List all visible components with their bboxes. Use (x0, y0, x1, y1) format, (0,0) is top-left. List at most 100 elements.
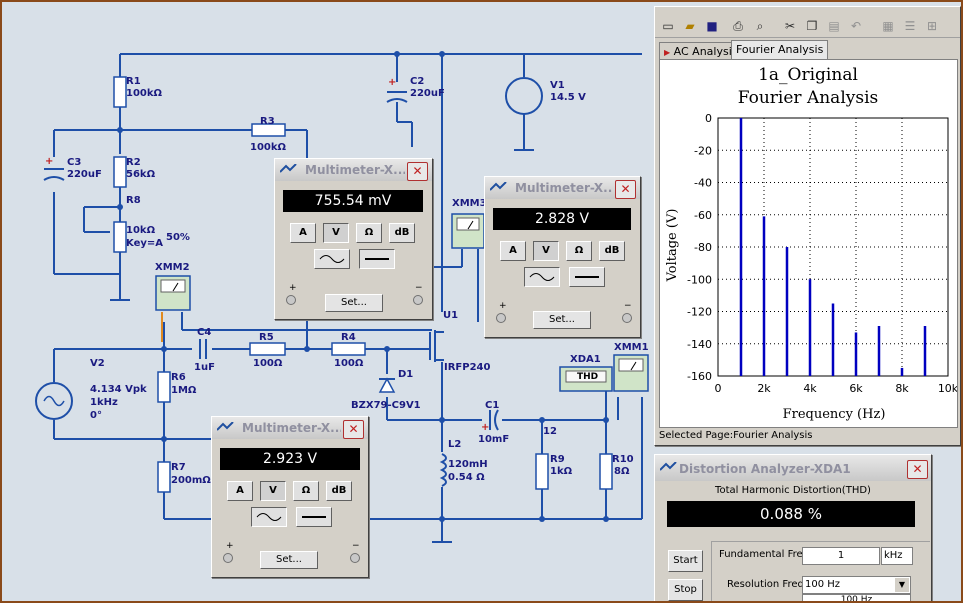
chart-subtitle: Fourier Analysis (738, 88, 879, 108)
copy-icon[interactable]: ❐ (806, 19, 818, 33)
negative-terminal-label: − (415, 283, 423, 293)
x-tick-label: 6k (849, 382, 863, 395)
multimeter-titlebar[interactable]: Multimeter-X... ✕ (212, 417, 368, 439)
c2-value: 220uF (410, 88, 445, 99)
y-tick-label: -100 (687, 273, 712, 286)
cut-icon[interactable]: ✂ (784, 19, 796, 33)
positive-terminal-label: + (499, 301, 507, 311)
thd-heading: Total Harmonic Distortion(THD) (715, 485, 871, 496)
cursor-icon[interactable]: ⊞ (926, 19, 938, 33)
d1-ref: D1 (398, 369, 414, 380)
print-icon[interactable]: ⎙ (733, 19, 743, 33)
negative-terminal[interactable] (413, 295, 423, 305)
close-icon[interactable]: ✕ (407, 162, 428, 181)
resolution-freq-option[interactable]: 100 Hz (802, 594, 911, 601)
multimeter-title: Multimeter-X... (305, 163, 405, 177)
x-tick-label: 2k (757, 382, 771, 395)
resolution-freq-value: 100 Hz (805, 579, 841, 590)
positive-terminal[interactable] (223, 553, 233, 563)
c1-value: 10mF (478, 434, 510, 445)
voltmeter-button[interactable]: V (323, 223, 349, 243)
paste-icon[interactable]: ▤ (828, 19, 840, 33)
legend-icon[interactable]: ☰ (904, 19, 916, 33)
ohmmeter-button[interactable]: Ω (356, 223, 382, 243)
node-12: 12 (543, 426, 557, 437)
ohmmeter-button[interactable]: Ω (293, 481, 319, 501)
u1-part: IRFP240 (444, 362, 491, 373)
distortion-titlebar[interactable]: Distortion Analyzer-XDA1 ✕ (655, 455, 931, 481)
chevron-down-icon[interactable]: ▼ (895, 578, 909, 592)
multimeter-window-3[interactable]: Multimeter-X... ✕ 2.923 V A V Ω dB + − S… (211, 416, 369, 578)
v2-vpk: 4.134 Vpk (90, 384, 147, 395)
decibel-button[interactable]: dB (389, 223, 415, 243)
voltmeter-button[interactable]: V (260, 481, 286, 501)
close-icon[interactable]: ✕ (907, 460, 928, 479)
positive-terminal[interactable] (286, 295, 296, 305)
d1-part: BZX79-C9V1 (351, 400, 421, 411)
settings-group (711, 541, 930, 601)
decibel-button[interactable]: dB (326, 481, 352, 501)
r6-value: 1MΩ (171, 385, 197, 396)
xmm3-ref: XMM3 (452, 198, 487, 209)
save-icon[interactable]: ■ (706, 19, 718, 33)
tab-fourier-analysis[interactable]: Fourier Analysis (731, 40, 829, 60)
r2-resistor (113, 156, 127, 188)
decibel-button[interactable]: dB (599, 241, 625, 261)
ac-mode-button[interactable] (314, 249, 350, 269)
dc-mode-button[interactable] (359, 249, 395, 269)
r7-resistor (157, 461, 171, 493)
c2-ref: C2 (410, 76, 425, 87)
settings-button[interactable]: Set... (260, 551, 318, 569)
voltmeter-button[interactable]: V (533, 241, 559, 261)
r7-value: 200mΩ (171, 475, 211, 486)
x-axis-label: Frequency (Hz) (783, 407, 886, 422)
settings-button[interactable]: Set... (325, 294, 383, 312)
grid-icon[interactable]: ▦ (882, 19, 894, 33)
distortion-analyzer-window[interactable]: Distortion Analyzer-XDA1 ✕ Total Harmoni… (654, 454, 932, 601)
r10-resistor (599, 453, 613, 490)
r8-value: 10kΩ (126, 225, 156, 236)
multimeter-window-1[interactable]: Multimeter-X... ✕ 755.54 mV A V Ω dB + −… (274, 158, 433, 320)
dc-mode-button[interactable] (296, 507, 332, 527)
r9-value: 1kΩ (550, 466, 573, 477)
print-preview-icon[interactable]: ⌕ (756, 19, 764, 33)
negative-terminal[interactable] (350, 553, 360, 563)
dc-line-icon (365, 258, 389, 260)
settings-button[interactable]: Set... (533, 311, 591, 329)
fourier-chart: 1a_Original Fourier Analysis Voltage (V)… (659, 59, 958, 428)
close-icon[interactable]: ✕ (615, 180, 636, 199)
tab-ac-analysis[interactable]: ▶ AC Analysis (659, 42, 743, 60)
xmm2-ref: XMM2 (155, 262, 190, 273)
ac-mode-button[interactable] (251, 507, 287, 527)
ammeter-button[interactable]: A (500, 241, 526, 261)
new-icon[interactable]: ▭ (662, 19, 674, 33)
y-axis-label: Voltage (V) (665, 209, 680, 283)
r6-resistor (157, 371, 171, 403)
grapher-window[interactable]: ▭ ▰ ■ ⎙ ⌕ ✂ ❐ ▤ ↶ ▦ ☰ ⊞ ▶ AC Analysis Fo… (654, 6, 961, 446)
positive-terminal[interactable] (496, 313, 506, 323)
ac-mode-button[interactable] (524, 267, 560, 287)
dc-mode-button[interactable] (569, 267, 605, 287)
sine-wave-icon (319, 255, 345, 263)
r9-resistor (535, 453, 549, 490)
r10-value: 8Ω (614, 466, 630, 477)
fundamental-freq-input[interactable]: 1 (802, 547, 880, 565)
stop-button[interactable]: Stop (668, 579, 703, 601)
ohmmeter-button[interactable]: Ω (566, 241, 592, 261)
negative-terminal[interactable] (622, 313, 632, 323)
ammeter-button[interactable]: A (290, 223, 316, 243)
multimeter-window-2[interactable]: Multimeter-X... ✕ 2.828 V A V Ω dB + − S… (484, 176, 641, 338)
close-icon[interactable]: ✕ (343, 420, 364, 439)
fundamental-freq-label: Fundamental Freq. (719, 549, 813, 560)
undo-icon[interactable]: ↶ (850, 19, 862, 33)
multimeter-titlebar[interactable]: Multimeter-X... ✕ (275, 159, 432, 181)
start-button[interactable]: Start (668, 550, 703, 572)
r1-ref: R1 (126, 76, 141, 87)
c1-plus: + (481, 422, 490, 433)
resolution-freq-select[interactable]: 100 Hz ▼ (802, 576, 911, 594)
fundamental-freq-unit[interactable]: kHz (881, 547, 913, 565)
r4-value: 100Ω (334, 358, 364, 369)
ammeter-button[interactable]: A (227, 481, 253, 501)
open-icon[interactable]: ▰ (685, 19, 695, 33)
multimeter-titlebar[interactable]: Multimeter-X... ✕ (485, 177, 640, 199)
